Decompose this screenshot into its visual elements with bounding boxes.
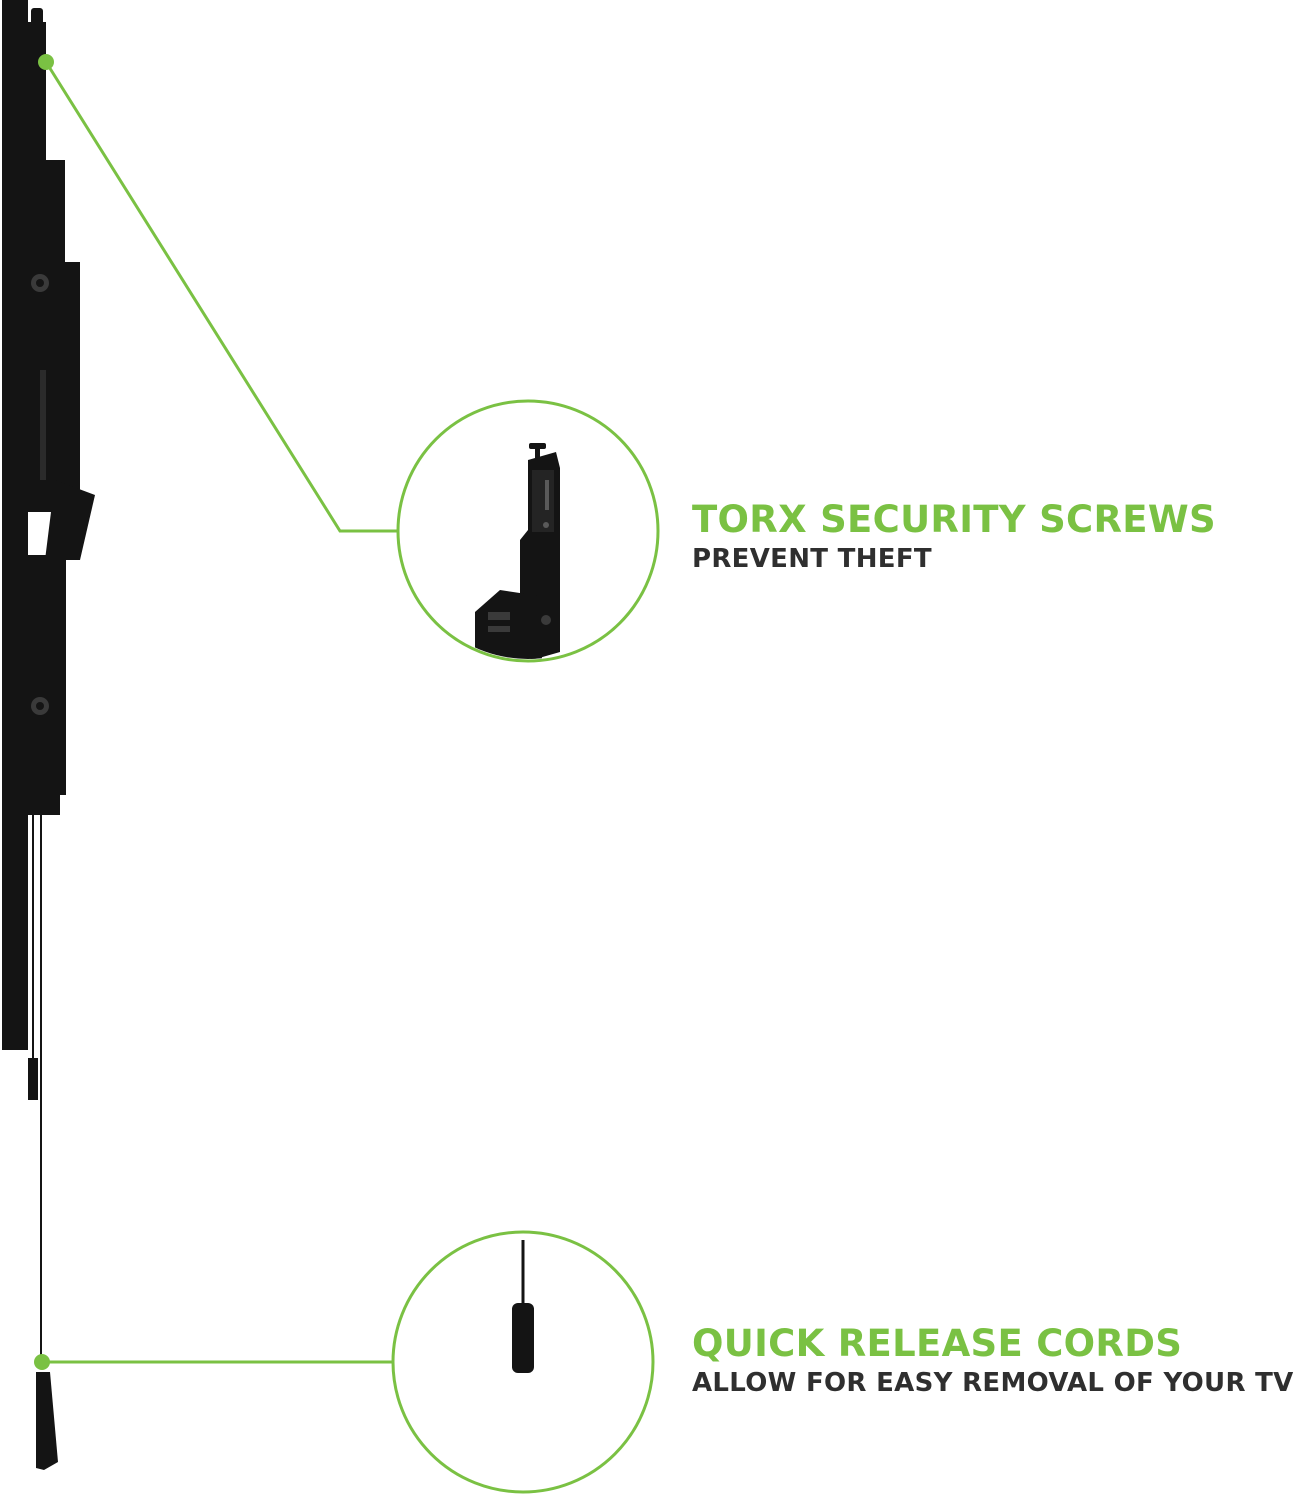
feature-subtitle: PREVENT THEFT [692, 544, 932, 574]
callout-dot-torx [38, 54, 54, 70]
feature-subtitle: ALLOW FOR EASY REMOVAL OF YOUR TV [692, 1368, 1294, 1398]
torx-screw [535, 447, 540, 461]
torx-screw-bracket-closeup-icon [396, 399, 660, 663]
quick-release-cord-pull-closeup-icon [391, 1230, 655, 1494]
bolt-lower-center [36, 702, 44, 710]
tv-wall-mount-profile [2, 0, 95, 1470]
cord-pull-handle [36, 1372, 58, 1470]
arm-main [25, 262, 80, 512]
mount-plate [2, 0, 28, 1050]
feature-title: QUICK RELEASE CORDS [692, 1322, 1183, 1365]
feature-quick-release-cords: QUICK RELEASE CORDS ALLOW FOR EASY REMOV… [692, 1322, 1294, 1400]
callout-dot-cords [34, 1354, 50, 1370]
callout-line-torx [44, 61, 399, 533]
cord-pull-weight [512, 1303, 534, 1373]
callout-dots [34, 54, 54, 1370]
arm-slot [40, 370, 46, 480]
cord-clip [28, 1058, 38, 1100]
arm-lower [28, 555, 66, 795]
arm-hinge [45, 480, 95, 560]
arm-upper [20, 160, 65, 270]
feature-torx-security-screws: TORX SECURITY SCREWS PREVENT THEFT [692, 498, 1216, 576]
callout-lines [42, 61, 399, 1364]
bolt-upper-center [36, 279, 44, 287]
feature-title: TORX SECURITY SCREWS [692, 498, 1216, 541]
